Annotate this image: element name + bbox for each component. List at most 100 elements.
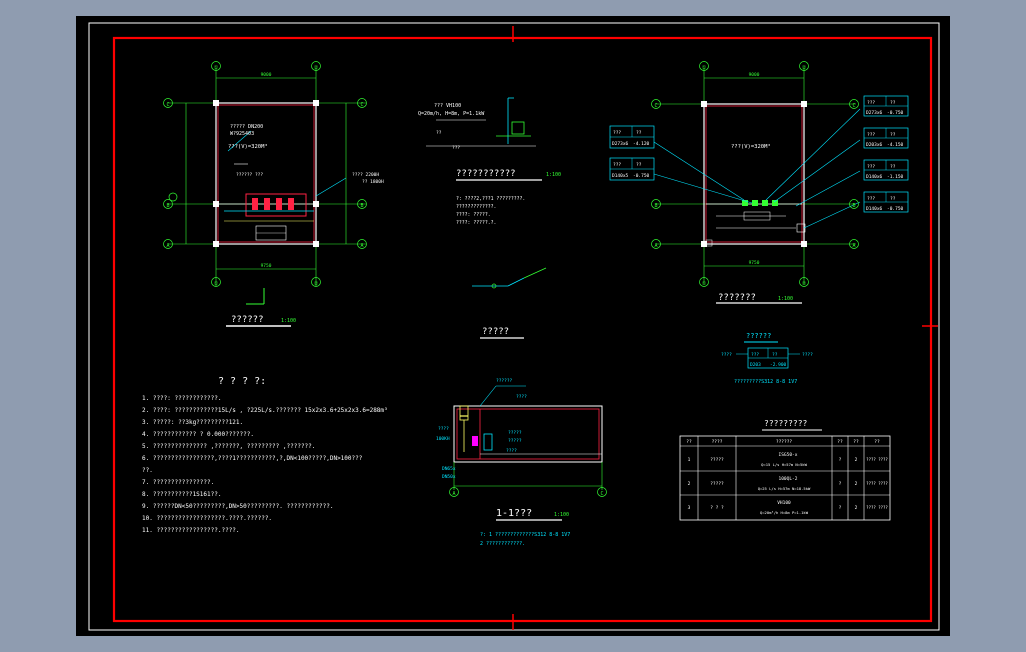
notes-line-5: 6. ?????????????????,????1???????????,?,… (142, 455, 363, 462)
plan-right-dim-bottom: 9750 (749, 260, 760, 266)
plan-left-title: ?????? (231, 315, 264, 325)
tag-right-1-b: ?? (890, 132, 896, 138)
pump-note-3: ????: ?????.?. (456, 220, 496, 226)
table-r1-c0: 2 (688, 481, 691, 487)
table-header-5: ?? (874, 439, 880, 445)
table-header-0: ?? (686, 439, 692, 445)
plan-left-callout3: ?????? ??? (236, 172, 263, 178)
axon-sketch (472, 267, 547, 339)
cad-viewport[interactable]: ① ② ① ② C B A C B A 9000 9750 ????? DN20… (76, 16, 950, 636)
pump-detail-scale: 1:100 (546, 172, 561, 178)
section-label2: ????? (508, 430, 522, 436)
table-r2-c4: ? (839, 505, 842, 511)
section-note-1: 2 ????????????. (480, 541, 525, 547)
svg-text:A: A (360, 243, 363, 249)
table-header-1: ???? (712, 439, 723, 445)
pump-note-2: ????: ?????. (456, 212, 491, 218)
svg-text:A: A (452, 491, 455, 497)
table-r1-c1: ????? (710, 481, 724, 487)
table-r0-c5: 2 (855, 457, 858, 463)
section-note-0: ?: 1 ?????????????S312 8-8 1V7 (480, 532, 570, 538)
legend-a: ???? (721, 352, 732, 358)
table-r2-c6: ???? ???? (866, 505, 888, 510)
svg-text:②: ② (314, 281, 319, 287)
svg-text:A: A (852, 243, 855, 249)
plan-right-capacity: ???(V)=320M³ (731, 143, 771, 150)
pump-detail (426, 97, 542, 181)
tag-right-3-b: ?? (890, 196, 896, 202)
plan-left-capacity: ???(V)=320M³ (228, 143, 268, 150)
section-1-1 (449, 385, 607, 521)
legend (736, 341, 800, 369)
legend-c: ?? (772, 352, 778, 358)
section-label1: ???? (516, 394, 527, 400)
plan-left-scale: 1:100 (281, 318, 296, 324)
section-scale: 1:100 (554, 512, 569, 518)
inner-frame (112, 36, 933, 623)
svg-text:②: ② (314, 65, 319, 71)
plan-left-dim-bottom: 9750 (261, 263, 272, 269)
tag-right-1-a: ??? (867, 132, 875, 138)
notes-line-4: 5. ??????????????? ,???????, ????????? ,… (142, 443, 315, 450)
table-header-3: ?? (837, 439, 843, 445)
legend-d: D203 (750, 362, 761, 368)
table-header-2: ?????? (776, 439, 793, 445)
svg-text:B: B (166, 203, 169, 209)
svg-text:B: B (360, 203, 363, 209)
section-label8: DN50x (442, 474, 456, 480)
svg-text:C: C (360, 102, 363, 108)
svg-text:C: C (852, 103, 855, 109)
table-r0-c2: ISG50-x (779, 452, 798, 458)
table-r0-c3: Q=15 L/s H=57m N=5kW (761, 462, 807, 467)
svg-text:C: C (166, 102, 169, 108)
section-label7: DN65x (442, 466, 456, 472)
svg-text:①: ① (702, 281, 707, 287)
svg-text:②: ② (802, 281, 807, 287)
tag-right-3-a: ??? (867, 196, 875, 202)
tag-right-2-b: ?? (890, 164, 896, 170)
tag-left-0-a: ??? (613, 130, 621, 136)
tag-left-1-b: ?? (636, 162, 642, 168)
table-r2-c1: ? ? ? (710, 505, 724, 511)
notes-line-0: 1. ????: ????????????. (142, 395, 221, 402)
section-label6: 100KH (436, 436, 450, 442)
tag-right-3-d: -0.750 (887, 206, 904, 212)
table-title: ????????? (764, 419, 808, 428)
plan-right (609, 61, 909, 304)
legend-note: ?????????S312 8-8 1V7 (734, 379, 797, 385)
section-label5: ???? (506, 448, 517, 454)
table-r2-c0: 3 (688, 505, 691, 511)
svg-text:①: ① (702, 65, 707, 71)
notes-line-9: 9. ??????DN<50?????????,DN>50?????????. … (142, 503, 333, 510)
section-label-top: ?????? (496, 378, 513, 384)
table-r1-c6: ???? ???? (866, 481, 888, 486)
tag-right-1-c: D203x6 (866, 142, 883, 148)
tag-right-2-d: -1.150 (887, 174, 904, 180)
svg-text:A: A (166, 243, 169, 249)
pump-note-1: ?????????????. (456, 204, 496, 210)
plan-left-dim-top: 9000 (261, 72, 272, 78)
tag-left-0-d: -4.120 (633, 141, 650, 147)
table-r1-c5: 2 (855, 481, 858, 487)
legend-e: -2.900 (770, 362, 787, 368)
notes-line-6: ??. (142, 467, 153, 474)
section-label3: ????? (508, 438, 522, 444)
notes-line-3: 4. ???????????? ? 0.000???????. (142, 431, 254, 438)
table-r1-c4: ? (839, 481, 842, 487)
pump-flow-label: Q=20m/h, H=8m, P=1.1kW (418, 111, 485, 117)
section-label4: ???? (438, 426, 449, 432)
tag-right-0-b: ?? (890, 100, 896, 106)
pump-detail-title: ??????????? (456, 169, 516, 179)
section-title: 1-1??? (496, 508, 532, 519)
svg-text:C: C (600, 491, 603, 497)
svg-text:B: B (852, 203, 855, 209)
table-r2-c3: Q=20m³/h H=8m P=1.1kW (760, 510, 809, 515)
notes-line-10: 10. ???????????????????.????.??????. (142, 515, 272, 522)
tag-left-0-c: D273x6 (612, 141, 629, 147)
plan-left (163, 61, 367, 327)
tag-right-2-c: D140x6 (866, 174, 883, 180)
table-r2-c5: 2 (855, 505, 858, 511)
table-header-4: ?? (853, 439, 859, 445)
svg-text:B: B (654, 203, 657, 209)
notes-heading: ? ? ? ?: (218, 376, 266, 387)
